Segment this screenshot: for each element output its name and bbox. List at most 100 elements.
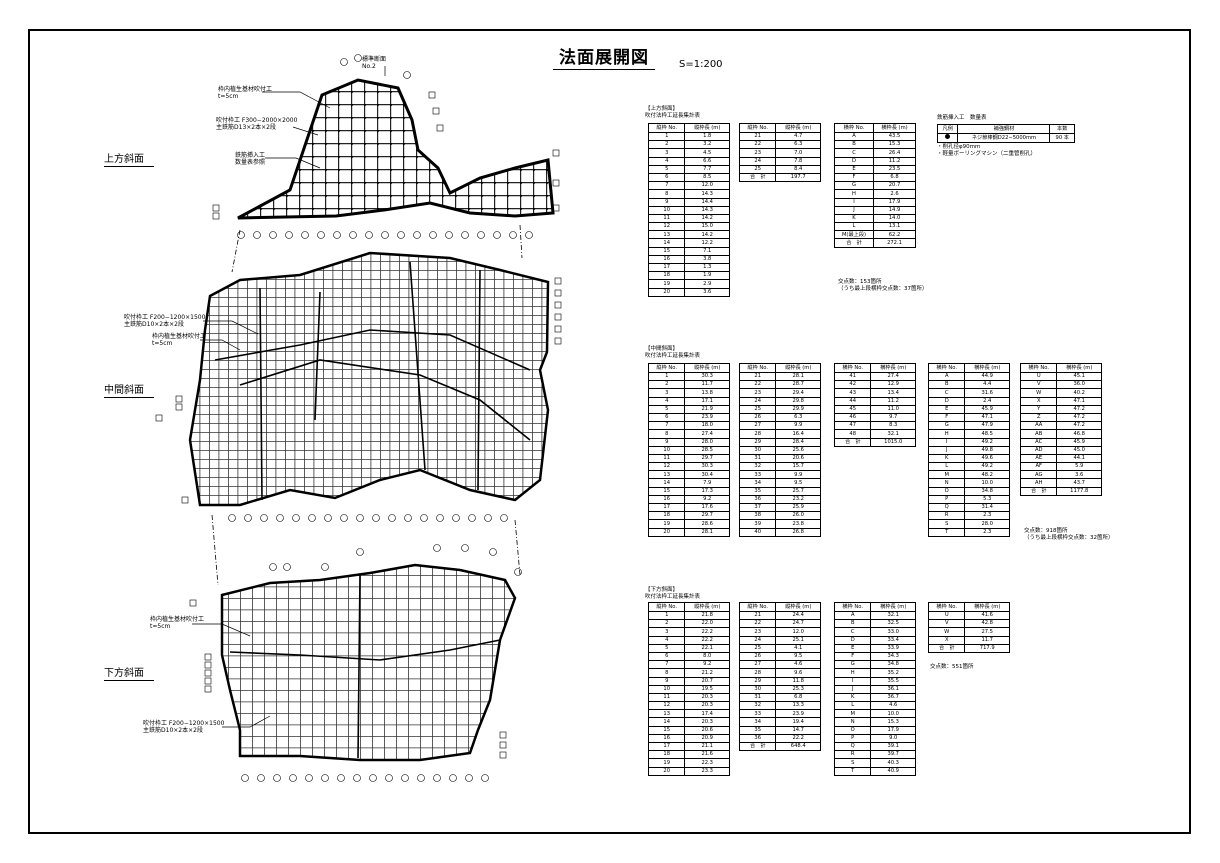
cell-frame-length: 22.2 [775, 733, 821, 744]
cell-frame-no: J [833, 684, 872, 694]
cell-frame-no: K [834, 213, 874, 224]
table-header-length: 横枠長 (m) [870, 602, 916, 612]
note-middle-vegetation: 枠内植生基材吹付工 t=5cm [152, 333, 207, 347]
cell-frame-length: 4.1 [775, 643, 821, 653]
cell-frame-length: 27.4 [684, 429, 730, 439]
cell-frame-no: 9 [647, 197, 686, 207]
cell-frame-length: 30.3 [684, 462, 730, 472]
cell-frame-no: 19 [647, 279, 686, 289]
rebar-heading: 鉄筋挿入工 数量表 [937, 115, 987, 121]
cell-frame-length: 6.8 [873, 172, 916, 183]
cell-frame-no: 23 [738, 388, 777, 398]
cell-frame-no: A [927, 371, 966, 382]
cell-frame-no: 2 [647, 140, 686, 150]
cell-frame-no: T [833, 766, 872, 776]
cell-frame-no: 38 [738, 511, 777, 521]
cell-frame-no: 42 [833, 380, 872, 390]
cell-frame-length: 7.7 [684, 164, 730, 174]
cell-frame-length: 20.3 [684, 692, 730, 703]
cell-frame-length: 47.1 [1056, 396, 1102, 406]
cell-frame-no: 36 [738, 494, 777, 505]
cell-frame-length: 4.6 [870, 701, 916, 711]
cell-frame-length: 36.7 [870, 692, 916, 703]
middle-table-heading: 【中間斜面】 吹付法枠工延長集計表 [645, 346, 700, 359]
cell-frame-length: 23.5 [873, 164, 916, 174]
cell-total-value: 717.9 [964, 643, 1010, 653]
cell-total-label: 合 計 [738, 741, 777, 752]
cell-frame-length: 39.1 [870, 741, 916, 752]
table-header-length: 縦枠長 (m) [684, 123, 730, 133]
cell-frame-no: 8 [647, 189, 686, 199]
cell-frame-no: M [927, 470, 966, 480]
note-middle-frame: 吹付枠工 F200−1200×1500 主鉄筋D10×2本×2段 [124, 314, 206, 328]
cell-frame-length: 48.5 [964, 429, 1010, 439]
cell-frame-length: 3.8 [684, 254, 730, 265]
cell-frame-no: 46 [833, 412, 872, 423]
cell-frame-no: 41 [833, 371, 872, 382]
cell-frame-length: 44.9 [964, 371, 1010, 382]
rebar-col-material: 補強鋼材 [957, 124, 1051, 134]
rebar-legend-dot [936, 133, 959, 143]
cell-frame-no: 32 [738, 701, 777, 711]
cell-frame-length: 8.0 [684, 651, 730, 662]
cell-frame-no: 2 [647, 380, 686, 390]
cell-frame-length: 41.6 [964, 610, 1010, 621]
note-lower-frame: 吹付枠工 F200−1200×1500 主鉄筋D10×2本×2段 [143, 720, 225, 734]
cell-frame-length: 34.8 [964, 486, 1010, 496]
cell-frame-length: 23.9 [775, 709, 821, 719]
cell-frame-no: 14 [647, 238, 686, 248]
rebar-note: ・削孔径φ90mm ・軽量ボーリングマシン（二重管削孔） [937, 144, 1037, 157]
cell-frame-no: L [834, 222, 874, 232]
cell-frame-length: 25.1 [775, 635, 821, 645]
cell-frame-no: 31 [738, 453, 777, 464]
cell-frame-no: 29 [738, 676, 777, 686]
cell-frame-length: 47.2 [1056, 412, 1102, 423]
cell-frame-length: 1.8 [684, 131, 730, 142]
cell-frame-length: 27.4 [870, 371, 916, 382]
cell-frame-no: F [834, 172, 874, 183]
cell-frame-length: 17.3 [684, 486, 730, 496]
cell-frame-no: AF [1019, 462, 1058, 472]
cell-frame-no: 35 [738, 486, 777, 496]
cell-frame-no: 1 [647, 371, 686, 382]
cell-frame-length: 25.7 [775, 486, 821, 496]
cell-frame-length: 19.5 [684, 684, 730, 694]
page-title: 法面展開図 [553, 48, 655, 70]
cell-frame-no: B [927, 380, 966, 390]
cell-frame-length: 25.3 [775, 684, 821, 694]
cell-frame-length: 9.5 [775, 651, 821, 662]
